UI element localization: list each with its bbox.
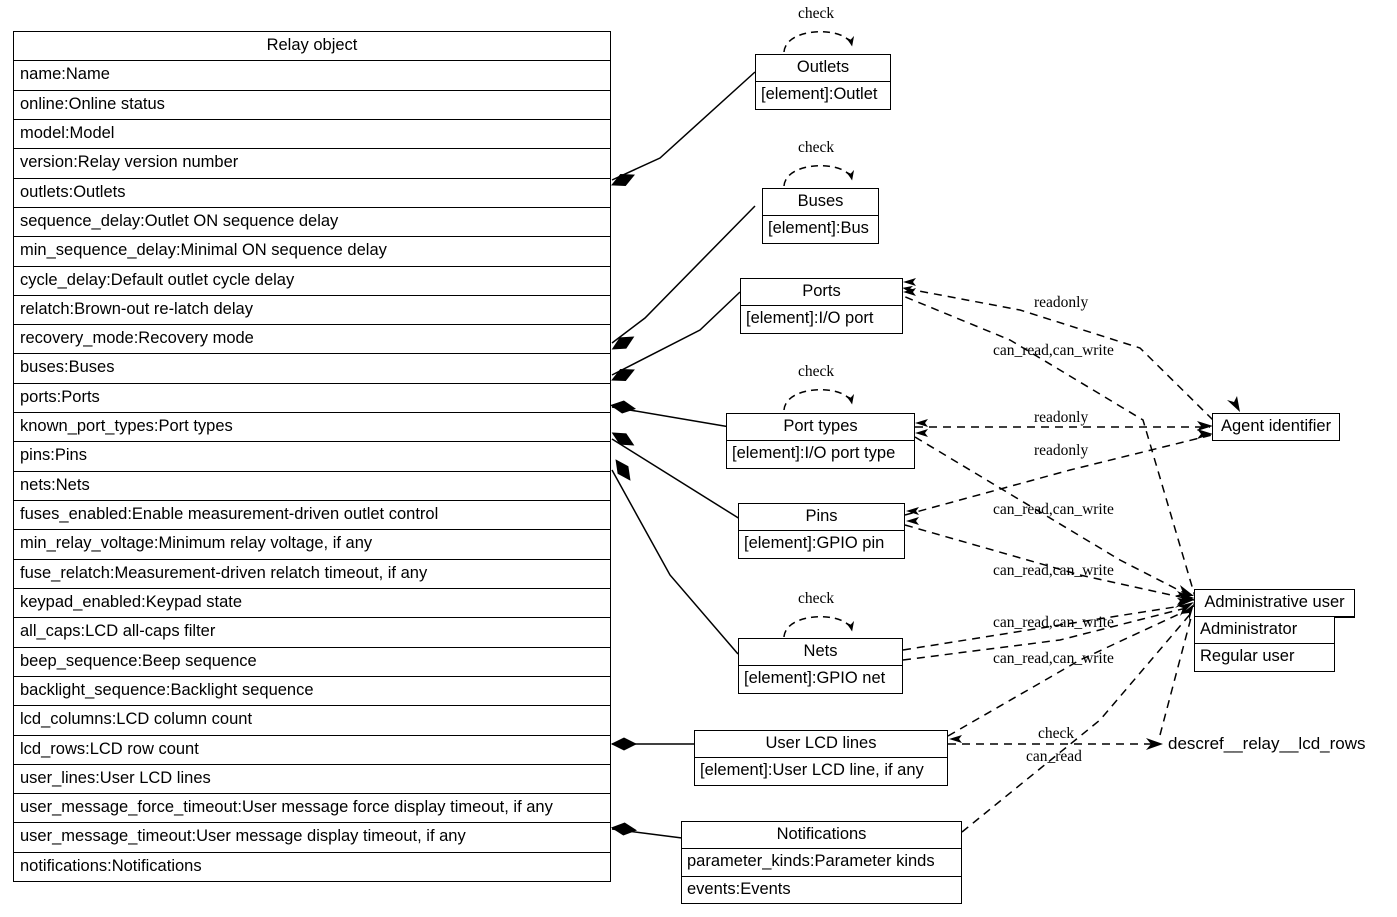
relay-attribute-row: name:Name [14, 61, 610, 91]
edge-label-check-outlets: check [798, 5, 835, 22]
buses-element-row: [element]:Bus [768, 219, 869, 238]
ports-header: Ports [741, 279, 902, 307]
relay-attribute-row: keypad_enabled:Keypad state [14, 589, 610, 619]
edge-label-ports-readonly: readonly [1034, 294, 1089, 311]
administrative-user-role-row: Regular user [1200, 647, 1295, 666]
administrative-user-roles-box: Administrator Regular user [1194, 617, 1335, 672]
edge-label-nets-can-read-can-write-a: can_read,can_write [993, 614, 1114, 631]
relay-attribute-row: known_port_types:Port types [14, 413, 610, 443]
edge-label-ports-can-read-can-write: can_read,can_write [993, 342, 1114, 359]
relay-object-class-box: Relay object name:Name online:Online sta… [13, 31, 611, 883]
relay-attribute-row: user_message_timeout:User message displa… [14, 823, 610, 853]
administrative-user-header: Administrative user [1195, 590, 1354, 618]
buses-class-box: Buses [element]:Bus [762, 188, 879, 244]
relay-attribute-row: relatch:Brown-out re-latch delay [14, 296, 610, 326]
outlets-element-row: [element]:Outlet [761, 85, 878, 104]
relay-attribute-row: online:Online status [14, 91, 610, 120]
relay-attribute-row: user_lines:User LCD lines [14, 765, 610, 795]
user-lcd-lines-class-box: User LCD lines [element]:User LCD line, … [694, 730, 948, 786]
edge-label-pins-can-read-can-write: can_read,can_write [993, 501, 1114, 518]
relay-attribute-row: buses:Buses [14, 354, 610, 384]
outlets-header: Outlets [756, 55, 890, 83]
descref-relay-lcd-rows-text-node: descref__relay__lcd_rows [1168, 734, 1366, 753]
relay-attribute-row: notifications:Notifications [20, 856, 202, 875]
ports-element-row: [element]:I/O port [746, 309, 874, 328]
outlets-class-box: Outlets [element]:Outlet [755, 54, 891, 110]
user-lcd-lines-header: User LCD lines [695, 731, 947, 759]
agent-identifier-class-box: Agent identifier [1212, 413, 1340, 442]
edge-label-check-port-types: check [798, 363, 835, 380]
pins-header: Pins [739, 504, 904, 532]
agent-identifier-header: Agent identifier [1221, 417, 1332, 435]
relay-attribute-row: pins:Pins [14, 442, 610, 472]
nets-class-box: Nets [element]:GPIO net [738, 638, 903, 694]
relay-attribute-row: outlets:Outlets [14, 179, 610, 208]
relay-attribute-row: fuses_enabled:Enable measurement-driven … [14, 501, 610, 531]
relay-attribute-row: sequence_delay:Outlet ON sequence delay [14, 208, 610, 238]
relay-attribute-row: min_sequence_delay:Minimal ON sequence d… [14, 237, 610, 267]
notifications-class-box: Notifications parameter_kinds:Parameter … [681, 821, 962, 904]
relay-attribute-row: cycle_delay:Default outlet cycle delay [14, 267, 610, 296]
edge-label-port-types-readonly-b: readonly [1034, 442, 1089, 459]
notifications-parameter-kinds-row: parameter_kinds:Parameter kinds [682, 849, 961, 877]
port-types-header: Port types [727, 414, 914, 442]
buses-header: Buses [763, 189, 878, 217]
relay-attribute-row: all_caps:LCD all-caps filter [14, 618, 610, 648]
relay-attribute-row: recovery_mode:Recovery mode [14, 325, 610, 355]
pins-element-row: [element]:GPIO pin [744, 534, 885, 553]
nets-element-row: [element]:GPIO net [744, 669, 886, 688]
relay-attribute-row: nets:Nets [14, 472, 610, 501]
relay-attribute-row: min_relay_voltage:Minimum relay voltage,… [14, 530, 610, 560]
relay-object-header: Relay object [14, 32, 610, 62]
relay-attribute-row: ports:Ports [14, 384, 610, 414]
relay-attribute-row: lcd_columns:LCD column count [14, 706, 610, 736]
user-lcd-lines-element-row: [element]:User LCD line, if any [700, 761, 924, 780]
edge-label-check-nets: check [798, 590, 835, 607]
port-types-element-row: [element]:I/O port type [732, 444, 896, 463]
relay-attribute-row: model:Model [14, 120, 610, 150]
relay-attribute-row: backlight_sequence:Backlight sequence [14, 677, 610, 707]
relay-attribute-row: beep_sequence:Beep sequence [14, 648, 610, 677]
relay-attribute-row: version:Relay version number [14, 149, 610, 179]
edge-label-user-lcd-can-read: can_read [1026, 748, 1082, 765]
edge-label-port-types-readonly-a: readonly [1034, 409, 1089, 426]
edge-label-port-types-can-read-can-write: can_read,can_write [993, 562, 1114, 579]
edge-label-nets-can-read-can-write-b: can_read,can_write [993, 650, 1114, 667]
ports-class-box: Ports [element]:I/O port [740, 278, 903, 334]
edge-label-check-buses: check [798, 139, 835, 156]
edge-label-user-lcd-check: check [1038, 725, 1075, 742]
pins-class-box: Pins [element]:GPIO pin [738, 503, 905, 559]
administrative-user-role-row: Administrator [1195, 617, 1334, 645]
nets-header: Nets [739, 639, 902, 667]
relay-attribute-row: user_message_force_timeout:User message … [14, 794, 610, 824]
port-types-class-box: Port types [element]:I/O port type [726, 413, 915, 469]
notifications-events-row: events:Events [687, 879, 791, 898]
relay-attribute-row: fuse_relatch:Measurement-driven relatch … [14, 560, 610, 589]
notifications-header: Notifications [682, 822, 961, 850]
administrative-user-class-box: Administrative user [1194, 589, 1355, 619]
relay-attribute-row: lcd_rows:LCD row count [14, 736, 610, 765]
